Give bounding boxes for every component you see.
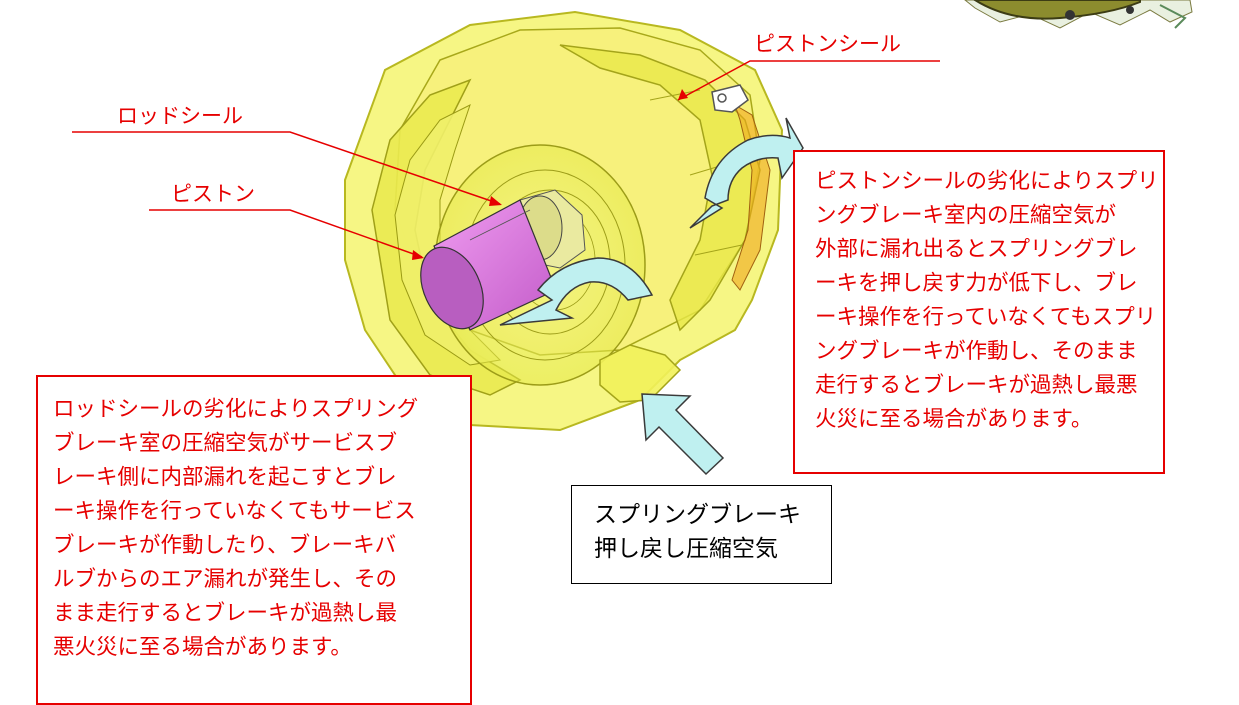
rod-seal-label: ロッドシール [117,104,243,128]
air-flow-arrows [499,117,804,476]
piston-label: ピストン [171,182,255,206]
arrow-inner-leak [499,257,654,326]
rod-seal-callout: ロッドシールの劣化によりスプリング ブレーキ室の圧縮空気がサービスブ レーキ側に… [36,375,472,705]
callout-line: ングブレーキが作動し、そのまま [815,339,1138,364]
callout-line: ピストンシールの劣化によりスプリ [815,169,1159,194]
piston-seal-label: ピストンシール [754,32,901,56]
callout-line: 外部に漏れ出るとスプリングブレ [815,237,1138,262]
callout-line: ルブからのエア漏れが発生し、その [53,567,398,592]
leader-rod-seal [72,131,501,205]
piston-seal-callout: ピストンシールの劣化によりスプリ ングブレーキ室内の圧縮空気が 外部に漏れ出ると… [793,150,1165,474]
callout-line: ブレーキ室の圧縮空気がサービスブ [53,431,398,456]
leader-arrowheads [412,89,688,260]
leader-piston-seal [677,60,940,101]
callout-line: ーキ操作を行っていなくてもサービス [53,499,416,524]
leader-lines [72,60,940,258]
callout-line: スプリングブレーキ [594,502,801,528]
arrow-outer-leak [689,117,804,229]
callout-line: レーキ側に内部漏れを起こすとブレ [53,465,397,490]
callout-line: ロッドシールの劣化によりスプリング [53,397,419,422]
callout-line: 悪火災に至る場合があります。 [53,635,352,660]
callout-line: 押し戻し圧縮空気 [594,536,778,562]
callout-line: 火災に至る場合があります。 [815,407,1093,432]
leader-piston [149,209,423,258]
callout-line: まま走行するとブレーキが過熱し最 [53,601,398,626]
callout-line: ーキ操作を行っていなくてもスプリ [815,305,1157,330]
arrow-air-input [641,393,725,476]
corner-part-image [964,0,1193,29]
callout-line: ングブレーキ室内の圧縮空気が [815,203,1117,228]
callout-line: ーキを押し戻す力が低下し、ブレ [815,271,1138,296]
callout-line: 走行するとブレーキが過熱し最悪 [815,373,1138,398]
piston-rod [420,189,586,331]
callout-line: ブレーキが作動したり、ブレーキバ [53,533,397,558]
air-callout: スプリングブレーキ 押し戻し圧縮空気 [571,485,832,584]
